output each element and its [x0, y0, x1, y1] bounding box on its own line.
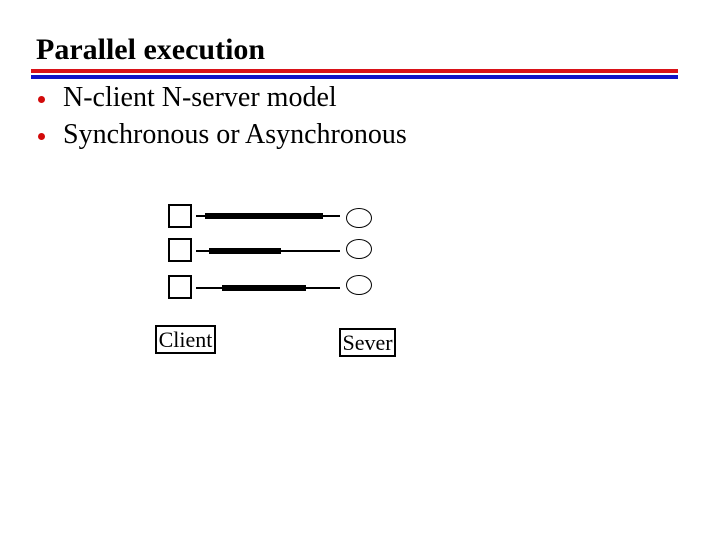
title-rule-red [31, 69, 678, 73]
request-bar [222, 285, 306, 291]
title-rule-blue [31, 75, 678, 79]
client-box [168, 204, 192, 228]
server-ellipse [346, 239, 372, 259]
client-box [168, 275, 192, 299]
server-ellipse [346, 275, 372, 295]
bullet-item: N-client N-server model [38, 81, 337, 115]
slide-title: Parallel execution [36, 33, 266, 66]
request-bar [205, 213, 323, 219]
bullet-text: Synchronous or Asynchronous [63, 119, 407, 150]
server-label: Sever [339, 328, 396, 357]
bullet-dot-icon [38, 96, 45, 103]
server-ellipse [346, 208, 372, 228]
bullet-text: N-client N-server model [63, 82, 337, 113]
request-bar [209, 248, 281, 254]
bullet-item: Synchronous or Asynchronous [38, 118, 407, 152]
client-box [168, 238, 192, 262]
client-label: Client [155, 325, 216, 354]
bullet-dot-icon [38, 133, 45, 140]
